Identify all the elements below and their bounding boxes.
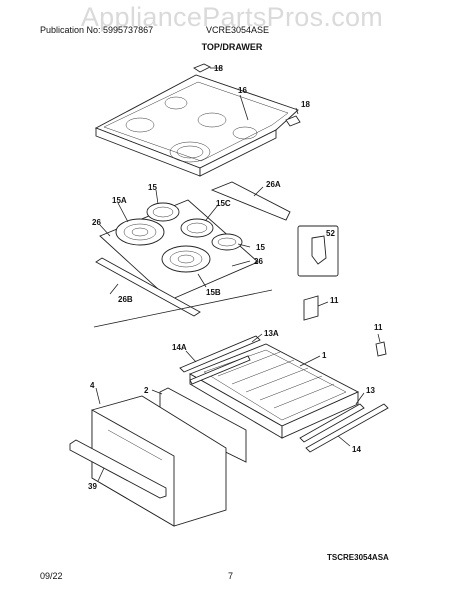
callout-15-top: 15 xyxy=(148,183,157,192)
callout-15b: 15B xyxy=(206,288,221,297)
footer-date: 09/22 xyxy=(40,571,63,581)
callout-13: 13 xyxy=(366,386,375,395)
callout-18-top: 18 xyxy=(214,64,223,73)
drawer-bracket xyxy=(303,295,319,321)
leader-lines xyxy=(95,67,381,482)
callout-15c: 15C xyxy=(216,199,231,208)
callout-14: 14 xyxy=(352,445,361,454)
end-cap-right xyxy=(285,115,301,127)
callout-11-clip: 11 xyxy=(374,323,383,332)
callout-16: 16 xyxy=(238,86,247,95)
drawer-front-panel xyxy=(91,395,227,527)
callout-52: 52 xyxy=(326,229,335,238)
callout-1: 1 xyxy=(322,351,327,360)
callout-15-right: 15 xyxy=(256,243,265,252)
publication-number: Publication No: 5995737867 xyxy=(40,25,154,35)
cooktop-glass xyxy=(94,74,299,177)
terminal-bracket xyxy=(210,181,291,221)
callout-13a: 13A xyxy=(264,329,279,338)
section-divider xyxy=(93,289,273,328)
upper-slide-rail xyxy=(179,335,261,373)
callout-2: 2 xyxy=(144,386,149,395)
upper-slide-rail-2 xyxy=(189,355,251,385)
page-number: 7 xyxy=(228,571,234,581)
callout-26a: 26A xyxy=(266,180,281,189)
lower-slide-rail xyxy=(299,403,365,443)
callout-18-right: 18 xyxy=(301,100,310,109)
kick-plate xyxy=(69,439,167,499)
callout-26-left: 26 xyxy=(92,218,101,227)
end-cap-left xyxy=(193,63,212,73)
callout-11-bracket: 11 xyxy=(330,296,339,305)
callout-26-right: 26 xyxy=(254,257,263,266)
watermark-text: AppliancePartsPros.com xyxy=(80,2,384,32)
callout-4: 4 xyxy=(90,381,95,390)
callout-14a: 14A xyxy=(172,343,187,352)
section-title: TOP/DRAWER xyxy=(201,42,263,52)
callout-15a: 15A xyxy=(112,196,127,205)
surface-elements xyxy=(99,199,259,301)
callout-26b: 26B xyxy=(118,295,133,304)
switch-box xyxy=(297,225,339,277)
drawer-clip xyxy=(375,341,387,357)
diagram-code: TSCRE3054ASA xyxy=(327,553,389,562)
model-number: VCRE3054ASE xyxy=(206,25,270,35)
lower-slide-rail-2 xyxy=(305,403,389,453)
insulation-strip xyxy=(95,257,201,317)
callout-39: 39 xyxy=(88,482,97,491)
